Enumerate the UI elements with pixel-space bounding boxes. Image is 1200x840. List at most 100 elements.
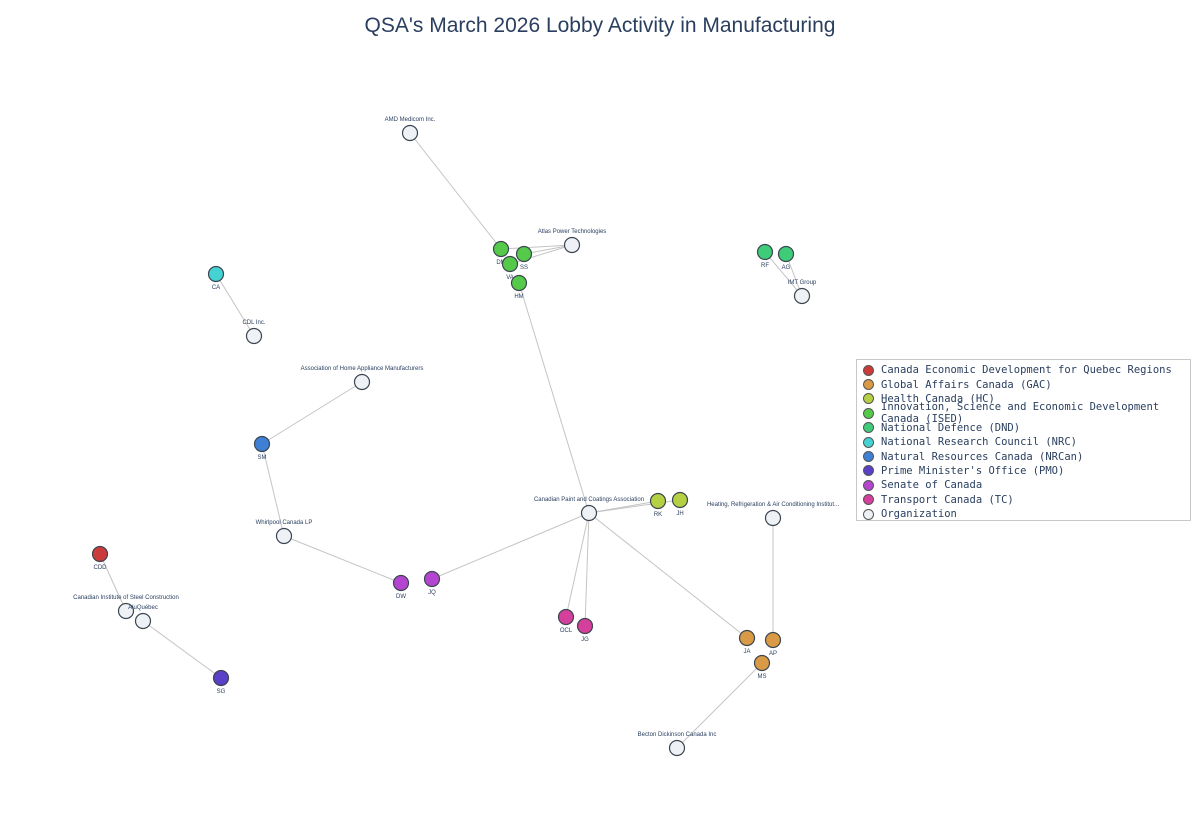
node-circle-dm[interactable] [492, 240, 510, 258]
node-hm[interactable]: HM [510, 274, 528, 301]
node-circle-rf[interactable] [756, 243, 774, 261]
node-circle-amd[interactable] [401, 124, 419, 142]
nodes-layer: AMD Medicom Inc. Atlas Power Technologies… [73, 117, 839, 757]
node-ss[interactable]: SS [515, 245, 533, 272]
edge-ms-bd [676, 662, 763, 749]
node-circle-va[interactable] [501, 255, 519, 273]
legend-item-ised[interactable]: Innovation, Science and Economic Develop… [863, 401, 1190, 425]
node-circle-aham[interactable] [353, 373, 371, 391]
legend-item-org[interactable]: Organization [863, 507, 1190, 521]
legend-item-dnd[interactable]: National Defence (DND) [863, 421, 1190, 435]
node-circle-dw[interactable] [392, 574, 410, 592]
node-jg[interactable]: JG [576, 617, 594, 644]
node-circle-hrai[interactable] [764, 509, 782, 527]
node-circle-imt[interactable] [793, 287, 811, 305]
node-alq[interactable]: AluQuébec [128, 605, 158, 630]
legend-item-pmo[interactable]: Prime Minister's Office (PMO) [863, 464, 1190, 478]
legend-item-tc[interactable]: Transport Canada (TC) [863, 493, 1190, 507]
node-bd[interactable]: Becton Dickinson Canada Inc [638, 732, 717, 757]
legend-swatch-senate [863, 479, 874, 491]
node-ap[interactable]: AP [764, 631, 782, 658]
node-label-sm: SM [258, 455, 267, 461]
node-circle-ja[interactable] [738, 629, 756, 647]
legend-item-gac[interactable]: Global Affairs Canada (GAC) [863, 377, 1190, 391]
node-sg[interactable]: SG [212, 669, 230, 696]
edge-hm-cpca [518, 282, 590, 514]
legend-label-hc: Health Canada (HC) [881, 392, 995, 405]
legend-item-senate[interactable]: Senate of Canada [863, 478, 1190, 492]
node-dw[interactable]: DW [392, 574, 410, 601]
node-rf[interactable]: RF [756, 243, 774, 270]
node-va[interactable]: VA [501, 255, 519, 282]
legend-label-pmo: Prime Minister's Office (PMO) [881, 464, 1065, 477]
node-circle-whirlpool[interactable] [275, 527, 293, 545]
node-rk[interactable]: RK [649, 492, 667, 519]
legend-swatch-ised [863, 407, 874, 419]
node-cisc[interactable]: Canadian Institute of Steel Construction [73, 595, 179, 620]
node-atlas[interactable]: Atlas Power Technologies [538, 229, 607, 254]
legend-swatch-nrcan [863, 451, 874, 463]
node-circle-jq[interactable] [423, 570, 441, 588]
legend-item-nrc[interactable]: National Research Council (NRC) [863, 435, 1190, 449]
legend-swatch-dnd [863, 422, 874, 434]
legend-label-org: Organization [881, 508, 957, 521]
node-jq[interactable]: JQ [423, 570, 441, 597]
node-whirlpool[interactable]: Whirlpool Canada LP [256, 520, 313, 545]
legend-swatch-gac [863, 379, 874, 391]
node-circle-ap[interactable] [764, 631, 782, 649]
node-label-jh: JH [676, 511, 683, 517]
edge-cpca-jq [431, 512, 590, 580]
node-circle-cdd[interactable] [91, 545, 109, 563]
node-ca[interactable]: CA [207, 265, 225, 292]
legend-label-dnd: National Defence (DND) [881, 421, 1021, 434]
node-label-ja: JA [743, 649, 750, 655]
node-circle-cdl[interactable] [245, 327, 263, 345]
node-circle-sg[interactable] [212, 669, 230, 687]
node-label-ms: MS [758, 674, 767, 680]
node-ja[interactable]: JA [738, 629, 756, 656]
node-label-atlas: Atlas Power Technologies [538, 229, 607, 235]
node-cdd[interactable]: CDD [91, 545, 109, 572]
node-circle-jh[interactable] [671, 491, 689, 509]
node-circle-ocl[interactable] [557, 608, 575, 626]
node-circle-ag[interactable] [777, 245, 795, 263]
legend-swatch-pmo [863, 465, 874, 477]
node-circle-ss[interactable] [515, 245, 533, 263]
node-circle-sm[interactable] [253, 435, 271, 453]
node-jh[interactable]: JH [671, 491, 689, 518]
legend-item-nrcan[interactable]: Natural Resources Canada (NRCan) [863, 449, 1190, 463]
node-cpca[interactable]: Canadian Paint and Coatings Association [534, 497, 644, 522]
node-ms[interactable]: MS [753, 654, 771, 681]
legend-label-nrcan: Natural Resources Canada (NRCan) [881, 450, 1084, 463]
node-circle-atlas[interactable] [563, 236, 581, 254]
node-circle-hm[interactable] [510, 274, 528, 292]
legend: Canada Economic Development for Quebec R… [856, 359, 1191, 521]
node-circle-cpca[interactable] [580, 504, 598, 522]
node-circle-jg[interactable] [576, 617, 594, 635]
node-label-dw: DW [396, 594, 406, 600]
node-circle-rk[interactable] [649, 492, 667, 510]
node-imt[interactable]: IMT Group [788, 280, 817, 305]
node-circle-alq[interactable] [134, 612, 152, 630]
node-label-cpca: Canadian Paint and Coatings Association [534, 497, 644, 503]
node-amd[interactable]: AMD Medicom Inc. [385, 117, 436, 142]
node-circle-cisc[interactable] [117, 602, 135, 620]
node-hrai[interactable]: Heating, Refrigeration & Air Conditionin… [707, 502, 839, 527]
legend-swatch-org [863, 508, 874, 520]
node-sm[interactable]: SM [253, 435, 271, 462]
edge-cpca-ja [588, 512, 748, 639]
legend-item-cedq[interactable]: Canada Economic Development for Quebec R… [863, 363, 1190, 377]
node-cdl[interactable]: CDL Inc. [242, 320, 266, 345]
node-aham[interactable]: Association of Home Appliance Manufactur… [301, 366, 424, 391]
node-label-va: VA [506, 275, 514, 281]
node-label-jg: JG [581, 637, 589, 643]
node-dm[interactable]: DM [492, 240, 510, 267]
node-ocl[interactable]: OCL [557, 608, 575, 635]
node-ag[interactable]: AG [777, 245, 795, 272]
node-circle-ca[interactable] [207, 265, 225, 283]
node-circle-bd[interactable] [668, 739, 686, 757]
legend-item-hc[interactable]: Health Canada (HC) [863, 392, 1190, 406]
node-label-jq: JQ [428, 590, 436, 596]
node-circle-ms[interactable] [753, 654, 771, 672]
